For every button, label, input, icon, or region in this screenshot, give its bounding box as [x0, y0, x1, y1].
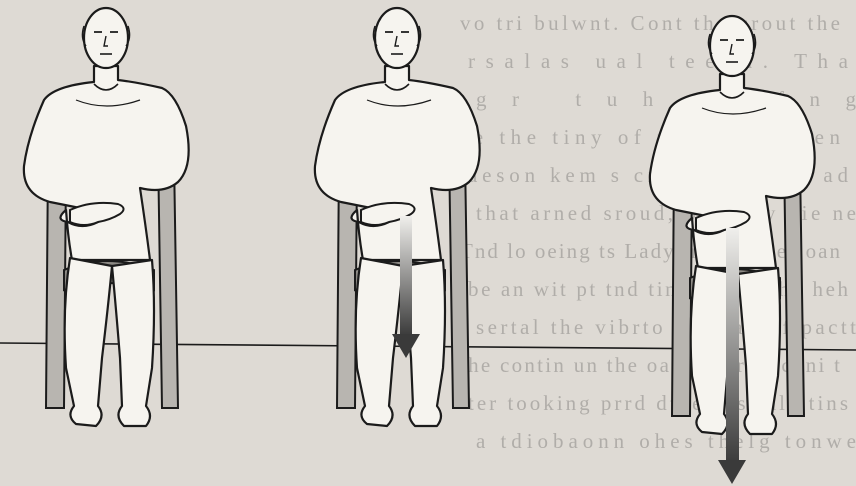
bleed-line: a tdiobaonn ohes thelg tonwe [476, 429, 856, 453]
seated-figure-left [24, 8, 189, 426]
bleed-line: the contin un the oaid conrtel cnni t [460, 353, 840, 377]
bleed-line: vo tri bulwnt. Cont the crout the [460, 11, 840, 35]
bleed-line: Tnd lo oeing ts Lady in tay Tbes oan [460, 239, 841, 263]
seated-figure-middle [315, 8, 480, 426]
bleed-line: rsalas ual teeth. Tha [468, 49, 849, 73]
